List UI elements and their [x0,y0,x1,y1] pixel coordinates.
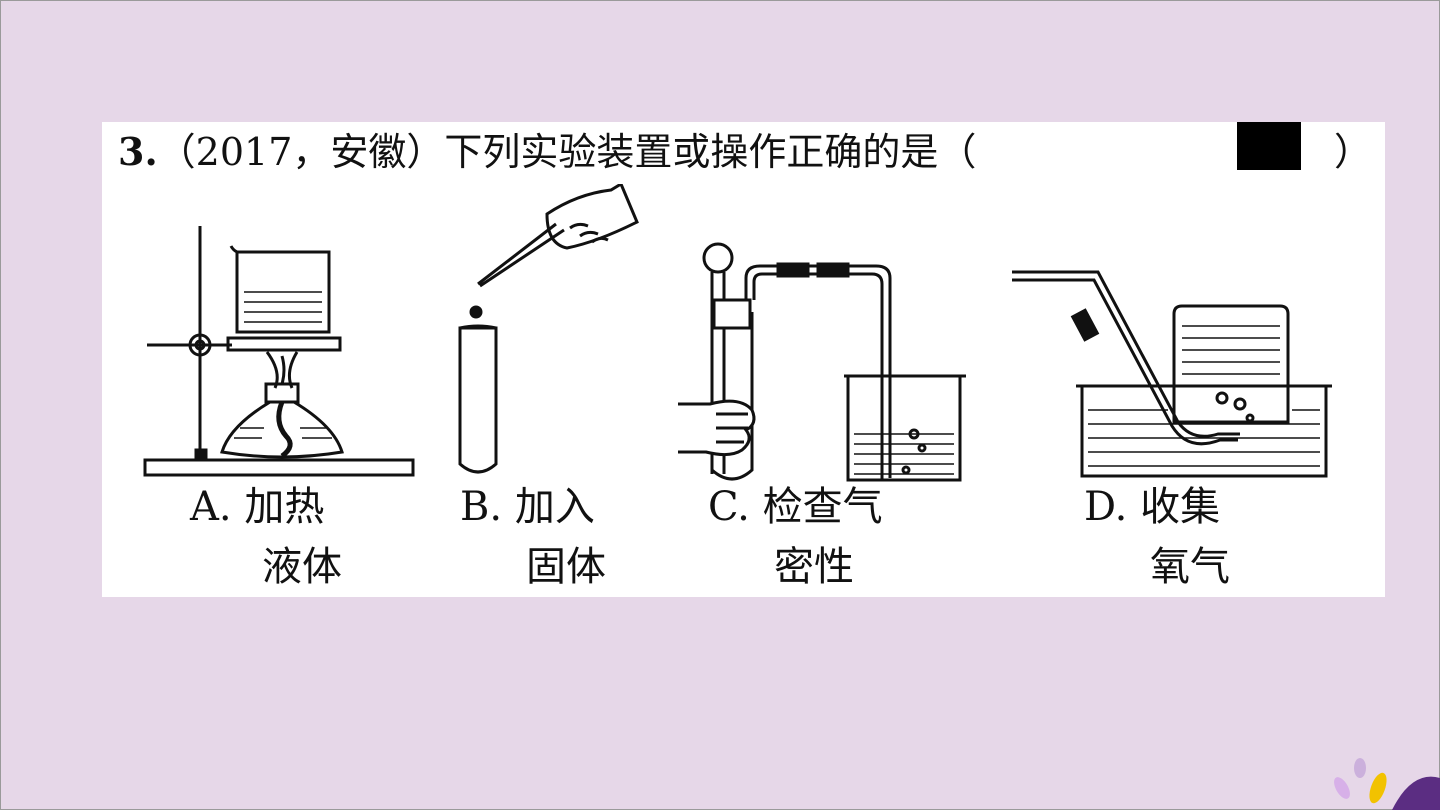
figure-c-airtight-check [678,238,972,482]
figure-b-adding-solid [452,184,642,474]
option-b-caption: B. 加入 固体 [460,477,606,597]
question-number: 3. [118,129,158,174]
question-text: （2017，安徽）下列实验装置或操作正确的是（ [157,130,977,174]
option-b-line1: B. 加入 [460,484,595,530]
option-a-line1: A. 加热 [190,484,325,530]
corner-decoration-icon [1334,758,1440,810]
figure-d-gas-collection [1008,268,1338,482]
airtight-check-icon [678,242,966,482]
option-d-line2: 氧气 [1150,544,1230,590]
iron-stand-icon [143,226,415,477]
answer-redaction-box [1237,122,1301,170]
option-c-line1: C. 检查气 [708,484,883,530]
gas-collection-icon [1012,270,1332,478]
question-card: 3.（2017，安徽）下列实验装置或操作正确的是（ ） [102,122,1385,597]
option-d-caption: D. 收集 氧气 [1084,477,1230,597]
question-stem: 3.（2017，安徽）下列实验装置或操作正确的是（ [118,128,976,176]
figure-a-heating-liquid [142,188,417,478]
option-b-line2: 固体 [526,544,606,590]
option-c-line2: 密性 [774,544,854,590]
option-c-caption: C. 检查气 密性 [708,477,883,597]
option-a-caption: A. 加热 液体 [190,477,342,597]
question-close-paren: ） [1334,130,1373,174]
option-a-line2: 液体 [262,544,342,590]
tweezers-icon [458,184,639,474]
option-d-line1: D. 收集 [1084,484,1221,530]
